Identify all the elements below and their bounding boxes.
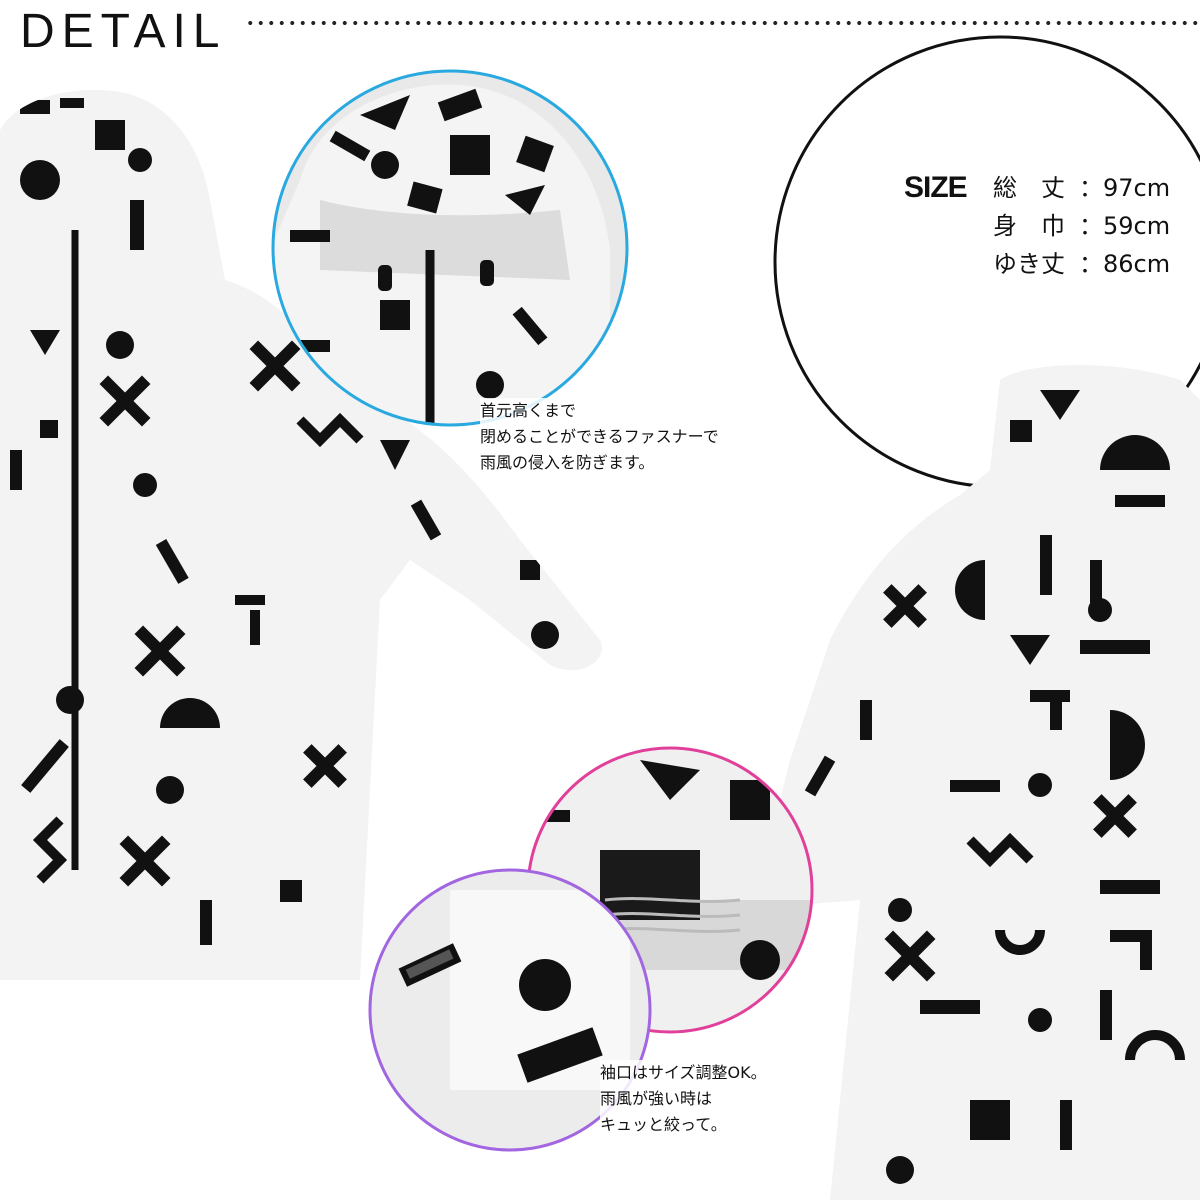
- caption-line: キュッと絞って。: [600, 1112, 767, 1138]
- cuff-caption: 袖口はサイズ調整OK。 雨風が強い時は キュッと絞って。: [600, 1060, 767, 1138]
- size-value: ：86cm: [1079, 250, 1171, 278]
- size-label: SIZE: [904, 171, 968, 204]
- page-title: DETAIL: [20, 5, 227, 58]
- caption-line: 雨風が強い時は: [600, 1086, 767, 1112]
- caption-line: 雨風の侵入を防ぎます。: [480, 450, 719, 476]
- size-value: ：97cm: [1079, 174, 1171, 202]
- zipper-caption: 首元高くまで 閉めることができるファスナーで 雨風の侵入を防ぎます。: [480, 398, 719, 476]
- size-row-width: 身 巾 ：59cm: [993, 211, 1170, 241]
- size-row-sleeve: ゆき丈 ：86cm: [993, 249, 1170, 279]
- size-key: 総 丈: [993, 174, 1065, 202]
- size-key: 身 巾: [993, 212, 1065, 240]
- size-key: ゆき丈: [993, 250, 1065, 278]
- size-value: ：59cm: [1079, 212, 1171, 240]
- caption-line: 閉めることができるファスナーで: [480, 424, 719, 450]
- caption-line: 首元高くまで: [480, 398, 719, 424]
- size-row-length: 総 丈 ：97cm: [993, 173, 1170, 203]
- caption-line: 袖口はサイズ調整OK。: [600, 1060, 767, 1086]
- dotted-divider: [245, 19, 1200, 27]
